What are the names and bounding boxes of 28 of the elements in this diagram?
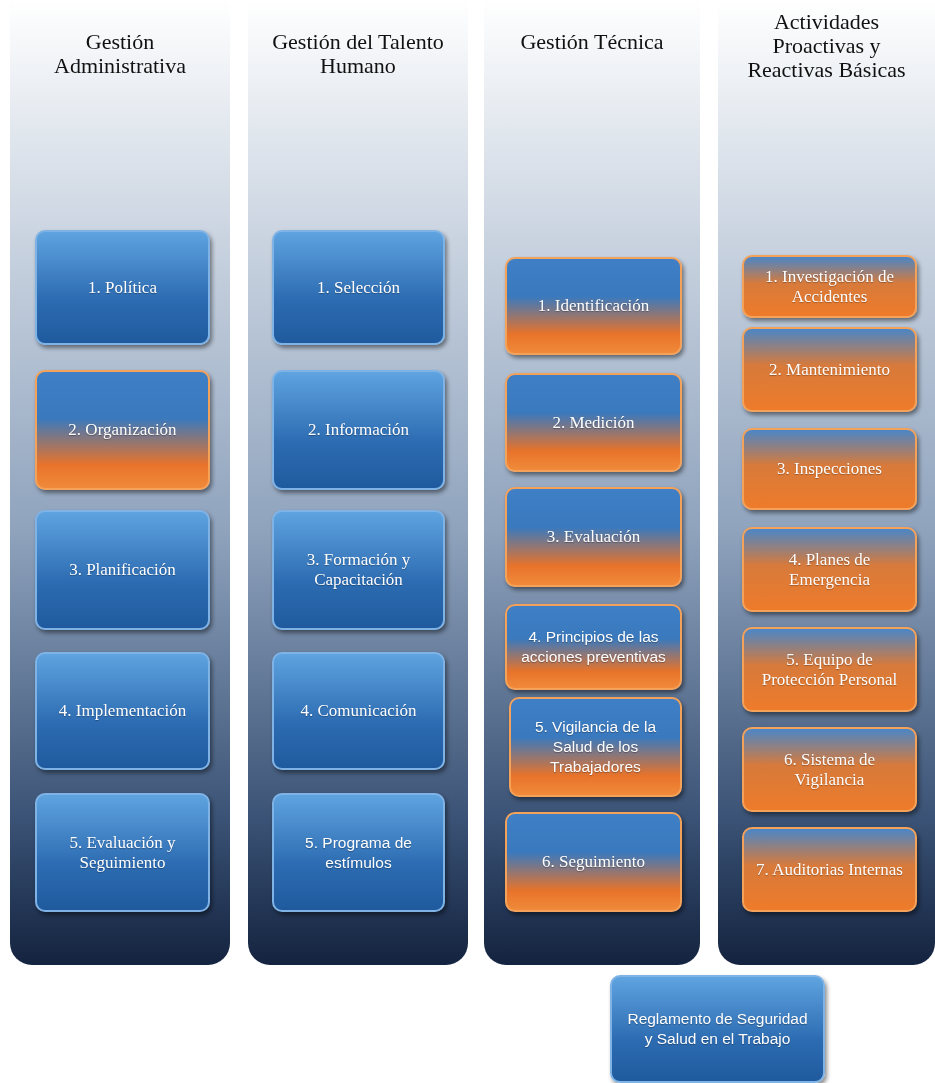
item-box: 5. Programa de estímulos — [272, 793, 445, 912]
item-box: 2. Organización — [35, 370, 210, 490]
item-box: 2. Medición — [505, 373, 682, 472]
column-heading: Gestión del Talento Humano — [271, 30, 445, 78]
item-box: 3. Formación y Capacitación — [272, 510, 445, 630]
item-box: 3. Inspecciones — [742, 428, 917, 510]
item-box: 1. Política — [35, 230, 210, 345]
item-box: 2. Información — [272, 370, 445, 490]
item-box: 2. Mantenimiento — [742, 327, 917, 412]
item-box: 3. Evaluación — [505, 487, 682, 587]
item-box: 7. Auditorias Internas — [742, 827, 917, 912]
column-heading: Gestión Técnica — [519, 30, 665, 54]
item-box: 4. Principios de las acciones preventivas — [505, 604, 682, 690]
regulation-box: Reglamento de Seguridad y Salud en el Trabajo — [610, 975, 825, 1083]
item-box: 5. Evaluación y Seguimiento — [35, 793, 210, 912]
item-box: 1. Identificación — [505, 257, 682, 355]
item-box: 5. Equipo de Protección Personal — [742, 627, 917, 712]
item-box: 6. Sistema de Vigilancia — [742, 727, 917, 812]
item-box: 3. Planificación — [35, 510, 210, 630]
item-box: 5. Vigilancia de la Salud de los Trabajadores — [509, 697, 682, 797]
item-box: 4. Comunicación — [272, 652, 445, 770]
item-box: 1. Investigación de Accidentes — [742, 255, 917, 318]
item-box: 1. Selección — [272, 230, 445, 345]
column-heading: Actividades Proactivas y Reactivas Básicas — [746, 10, 907, 82]
column-heading: Gestión Administrativa — [53, 30, 187, 78]
item-box: 4. Planes de Emergencia — [742, 527, 917, 612]
item-box: 6. Seguimiento — [505, 812, 682, 912]
item-box: 4. Implementación — [35, 652, 210, 770]
